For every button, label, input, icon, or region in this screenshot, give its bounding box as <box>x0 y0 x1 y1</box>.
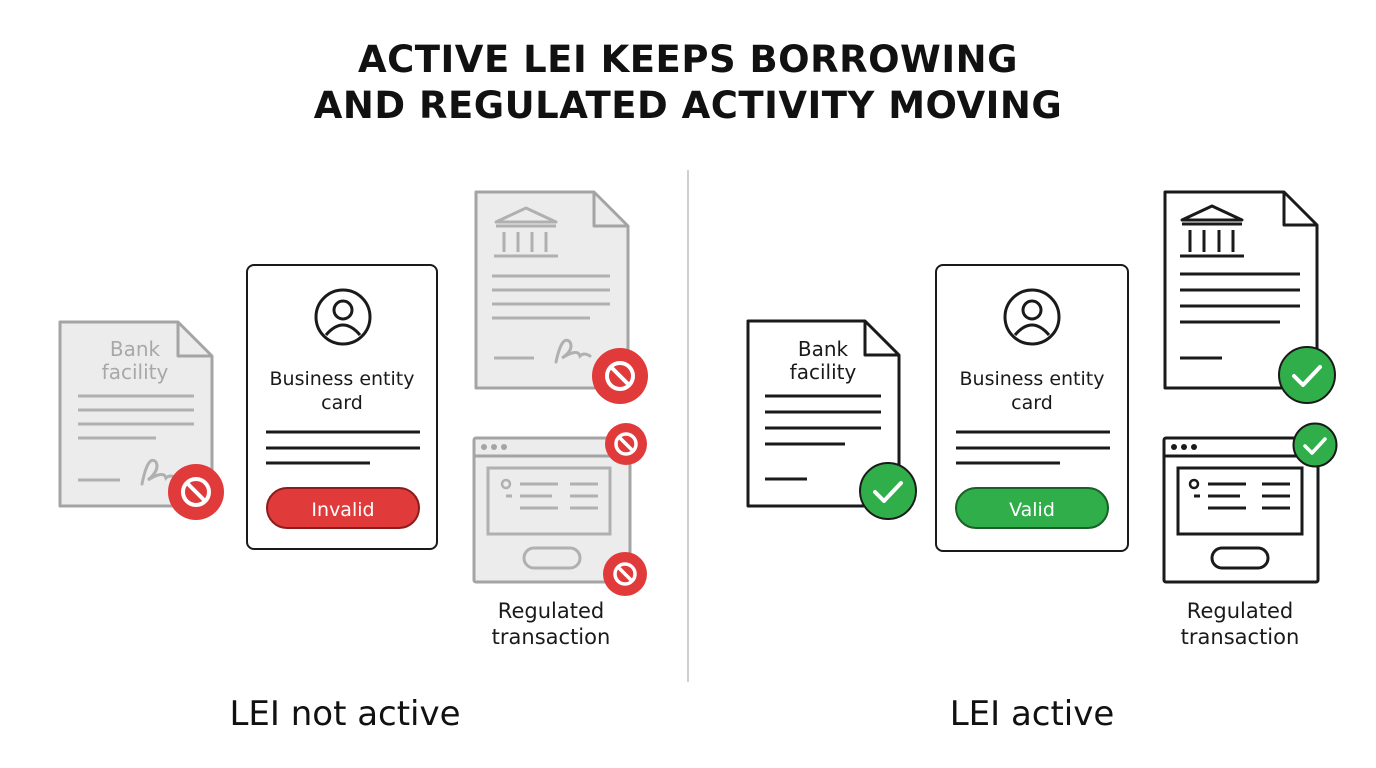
entity-card-label-line2: card <box>321 392 363 414</box>
business-entity-card-label: Business entity card <box>246 367 438 415</box>
bank-facility-label: Bank facility <box>758 338 888 384</box>
prohibited-icon <box>168 464 224 520</box>
entity-card-text-lines <box>956 430 1110 465</box>
bank-facility-label-line1: Bank <box>109 337 161 361</box>
checkmark-icon <box>859 462 917 520</box>
checkmark-icon <box>1292 422 1338 468</box>
regulated-transaction-label: Regulated transaction <box>462 598 640 650</box>
bank-facility-label-line1: Bank <box>797 337 849 361</box>
prohibited-icon <box>605 423 647 465</box>
entity-card-label-line2: card <box>1011 392 1053 414</box>
business-entity-card-label: Business entity card <box>935 367 1129 415</box>
prohibited-icon <box>592 348 648 404</box>
entity-card-text-lines <box>266 430 420 465</box>
transaction-label-line1: Regulated <box>497 599 605 623</box>
entity-card-label-line1: Business entity <box>959 368 1105 390</box>
regulated-transaction-window <box>472 436 632 584</box>
status-badge-valid: Valid <box>955 487 1109 529</box>
caption-lei-not-active: LEI not active <box>229 694 461 734</box>
transaction-label-line2: transaction <box>491 625 611 649</box>
transaction-label-line1: Regulated <box>1186 599 1294 623</box>
entity-card-label-line1: Business entity <box>269 368 415 390</box>
checkmark-icon <box>1278 346 1336 404</box>
regulated-transaction-window <box>1162 436 1320 584</box>
bank-facility-document <box>746 319 901 508</box>
bank-facility-label-line2: facility <box>101 360 169 384</box>
bank-facility-label: Bank facility <box>70 338 200 384</box>
regulated-transaction-label: Regulated transaction <box>1150 598 1330 650</box>
bank-facility-document <box>58 320 214 508</box>
prohibited-icon <box>603 552 647 596</box>
title-line-2: AND REGULATED ACTIVITY MOVING <box>313 84 1063 127</box>
bank-document <box>474 190 630 390</box>
status-badge-invalid: Invalid <box>266 487 420 529</box>
title-line-1: ACTIVE LEI KEEPS BORROWING <box>358 38 1018 81</box>
user-avatar-icon <box>1003 288 1061 346</box>
bank-building-icon <box>494 206 558 258</box>
bank-building-icon <box>1180 204 1244 258</box>
transaction-label-line2: transaction <box>1180 625 1300 649</box>
bank-document <box>1163 190 1319 390</box>
bank-facility-label-line2: facility <box>789 360 857 384</box>
user-avatar-icon <box>314 288 372 346</box>
panel-divider <box>687 170 689 682</box>
caption-lei-active: LEI active <box>949 694 1115 734</box>
